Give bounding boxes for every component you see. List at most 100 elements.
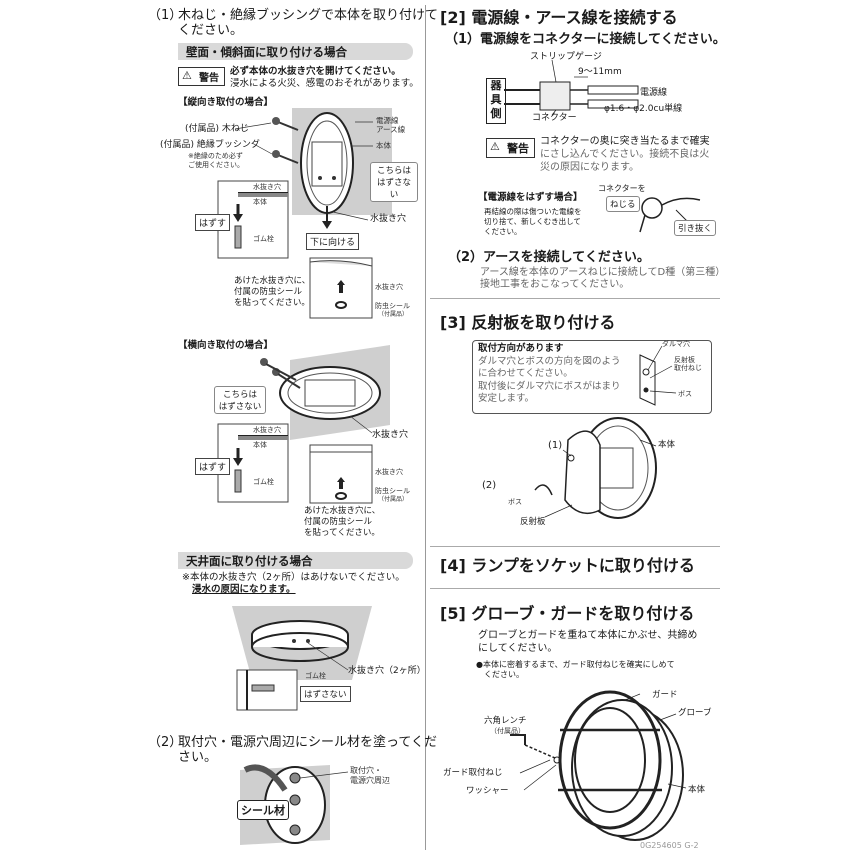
warning-line2: 浸水による火災、感電のおそれがあります。 — [230, 78, 419, 89]
vertical-note3: を貼ってください。 — [234, 298, 310, 308]
section5-note2: ください。 — [484, 670, 524, 679]
earth-line2: 接地工事をおこなってください。 — [480, 279, 630, 290]
step1-line1: 木ねじ・絶縁ブッシングで本体を取り付けて — [178, 8, 439, 23]
vertical-drain-hole-label: 水抜き穴 — [370, 214, 407, 224]
step1-line2: ください。 — [178, 23, 244, 38]
vertical-detail-drain-label: 水抜き穴 — [253, 183, 281, 191]
section-divider — [430, 298, 720, 299]
direction-title: 取付方向があります — [478, 343, 564, 354]
bushing-note2: ご使用ください。 — [188, 161, 244, 169]
vertical-remove-label: はずす — [195, 214, 231, 231]
power-line-label: 電源線 — [640, 88, 668, 98]
ceiling-do-not-remove-label: はずさない — [300, 686, 351, 702]
washer-label: ワッシャー — [466, 786, 509, 796]
section5-line1: グローブとガードを重ねて本体にかぶせ、共締め — [478, 630, 698, 641]
reflector-screw-label2: 取付ねじ — [674, 364, 702, 372]
ceiling-mount-heading: 天井面に取り付ける場合 — [178, 552, 413, 569]
direction-line2: に合わせてください。 — [478, 368, 573, 379]
fixture-side-char2: 具 — [490, 93, 502, 106]
direction-line1: ダルマ穴とボスの方向を図のよう — [478, 356, 621, 367]
vertical-insect-drain-label: 水抜き穴 — [375, 283, 403, 291]
fixture-side-char3: 側 — [490, 107, 502, 120]
sealant-label: シール材 — [237, 800, 289, 820]
daruma-label: ダルマ穴 — [662, 340, 690, 348]
vertical-keep-callout: こちらははずさない — [370, 162, 418, 202]
document-code: 0G254605 G-2 — [640, 841, 699, 850]
direction-line4: 安定します。 — [478, 393, 535, 404]
sealant-holes-label1: 取付穴・ — [350, 766, 382, 775]
section5-line2: にしてください。 — [478, 643, 558, 654]
remove-wire-note2: 切り捨て、新しくむき出して — [484, 217, 581, 226]
vertical-insect-note: （付属品） — [378, 311, 409, 318]
horizontal-keep-callout-line1: こちらは — [222, 390, 257, 400]
remove-wire-note1: 再結線の際は傷ついた電線を — [484, 207, 582, 216]
twist-connector-label: コネクターを — [598, 184, 646, 193]
strip-length-label: 9～11mm — [578, 67, 622, 77]
horizontal-mount-title: 【横向き取付の場合】 — [178, 340, 274, 351]
horizontal-drain-hole-label: 水抜き穴 — [372, 430, 409, 440]
warning-line1: 必ず本体の水抜き穴を開けてください。 — [230, 66, 401, 77]
twist-label: ねじる — [606, 196, 640, 212]
vertical-insect-seal-label: 防虫シール — [375, 302, 410, 310]
horizontal-insect-seal-label: 防虫シール — [375, 487, 410, 495]
section2-step2: （2）アースを接続してください。 — [448, 250, 650, 265]
horizontal-keep-callout: こちらははずさない — [214, 386, 266, 414]
wall-mount-heading: 壁面・傾斜面に取り付ける場合 — [178, 43, 413, 60]
vertical-detail-body-label: 本体 — [253, 198, 267, 206]
horizontal-note2: 付属の防虫シール — [304, 517, 373, 527]
vertical-power-line-label: 電源線 — [376, 116, 399, 125]
horizontal-note3: を貼ってください。 — [304, 528, 380, 538]
section5-note1: ●本体に密着するまで、ガード取付ねじを確実にしめて — [476, 660, 675, 669]
section5-title: [5] グローブ・ガードを取り付ける — [440, 604, 695, 623]
globe-label: グローブ — [678, 708, 712, 718]
sealant-holes-label2: 電源穴周辺 — [350, 776, 390, 785]
ceiling-rubber-plug-label: ゴム栓 — [305, 672, 326, 680]
section5-body-label: 本体 — [688, 785, 706, 795]
section2-warning-line2: にさし込んでください。接続不良は火 — [540, 149, 710, 160]
section3-body-label: 本体 — [658, 440, 676, 450]
direction-line3: 取付後にダルマ穴にボスがはまり — [478, 381, 621, 392]
step1-number: （1） — [148, 8, 183, 23]
connector-label: コネクター — [532, 113, 577, 123]
section4-title: [4] ランプをソケットに取り付ける — [440, 556, 695, 575]
vertical-mount-title: 【縦向き取付の場合】 — [178, 97, 274, 108]
vertical-earth-line-label: アース線 — [376, 125, 406, 134]
vertical-screw-label: (付属品) 木ねじ — [185, 124, 249, 134]
vertical-rubber-plug-label: ゴム栓 — [253, 235, 274, 243]
horizontal-note1: あけた水抜き穴に、 — [304, 506, 381, 516]
horizontal-detail-body-label: 本体 — [253, 441, 267, 449]
earth-line1: アース線を本体のアースねじに接続してD種（第三種） — [480, 267, 726, 278]
face-down-label: 下に向ける — [306, 233, 360, 250]
step2-line2: さい。 — [178, 750, 218, 765]
vertical-note1: あけた水抜き穴に、 — [234, 276, 311, 286]
boss-label2: ボス — [508, 498, 522, 506]
vertical-bushing-label: (付属品) 絶縁ブッシング — [160, 140, 260, 150]
pull-out-label: 引き抜く — [674, 220, 717, 236]
section2-warning-line3: 災の原因になります。 — [540, 162, 639, 173]
section-divider — [430, 546, 720, 547]
horizontal-remove-label: はずす — [195, 458, 231, 475]
guard-label: ガード — [652, 690, 678, 700]
section2-warning-badge: ⚠警告 — [486, 138, 535, 158]
ceiling-drain-holes-label: 水抜き穴（2ヶ所） — [348, 666, 426, 676]
vertical-note2: 付属の防虫シール — [234, 287, 303, 297]
horizontal-keep-callout-line2: はずさない — [218, 402, 262, 412]
bushing-note1: ※絶縁のため必ず — [188, 152, 243, 160]
vertical-keep-callout-line2: はずさない — [376, 178, 411, 200]
reflector-step2-label: (2) — [482, 480, 497, 491]
ceiling-note1: ※本体の水抜き穴（2ヶ所）はあけないでください。 — [182, 572, 405, 583]
warning-triangle-icon: ⚠ — [182, 69, 192, 82]
vertical-keep-callout-line1: こちらは — [376, 166, 411, 176]
section2-step1: （1）電源線をコネクターに接続してください。 — [445, 32, 726, 47]
hex-wrench-label: 六角レンチ — [484, 716, 527, 726]
hex-wrench-note: （付属品） — [490, 727, 525, 735]
horizontal-insect-drain-label: 水抜き穴 — [375, 468, 403, 476]
step2-line1: 取付穴・電源穴周辺にシール材を塗ってくだ — [178, 735, 437, 750]
remove-wire-title: 【電源線をはずす場合】 — [478, 192, 583, 203]
